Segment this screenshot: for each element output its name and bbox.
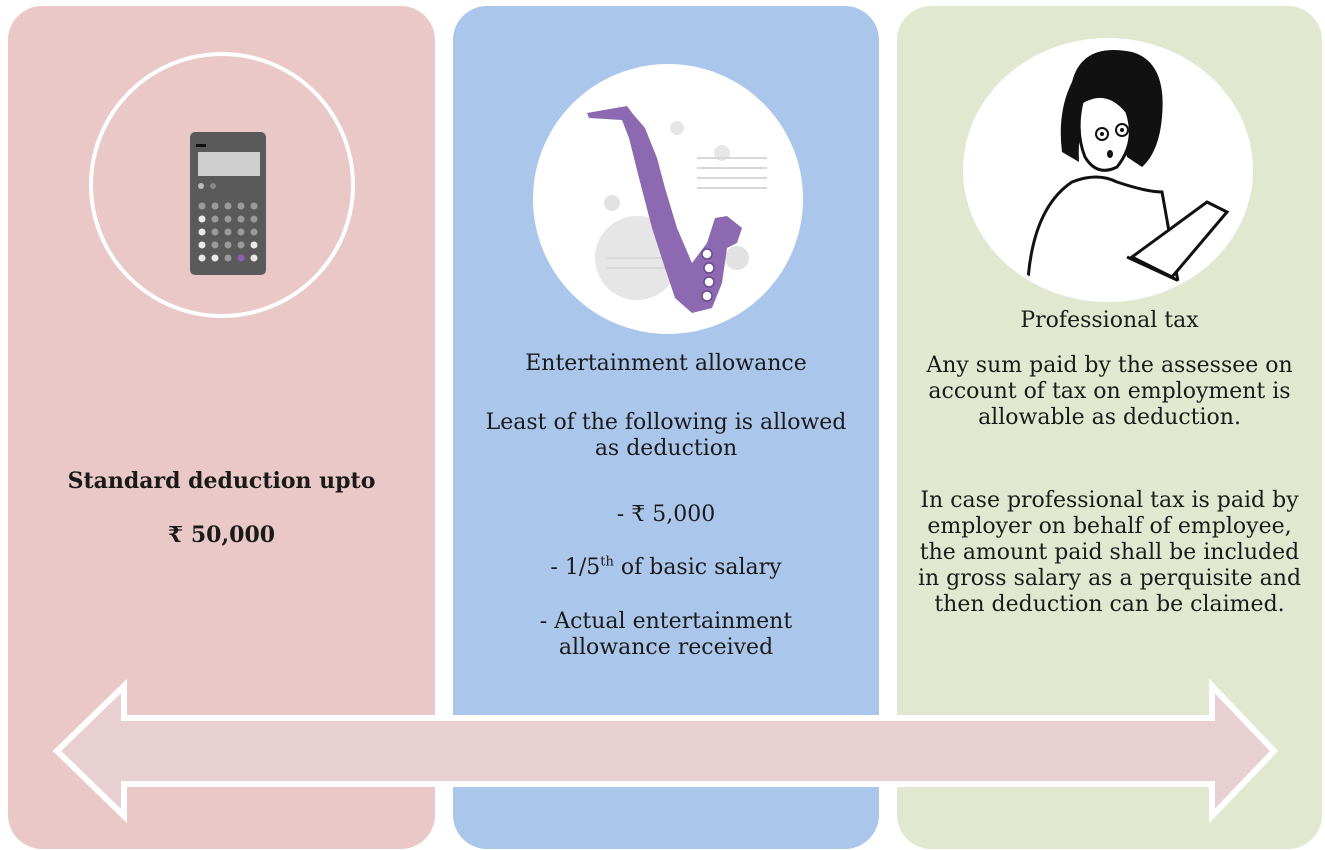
entertainment-item-1: - ₹ 5,000 — [616, 502, 716, 527]
standard-deduction-amount: ₹ 50,000 — [167, 522, 276, 548]
calculator-circle — [89, 52, 355, 318]
professional-tax-card: Professional tax Any sum paid by the ass… — [897, 6, 1322, 849]
professional-tax-para-1: Any sum paid by the assessee on account … — [926, 353, 1293, 430]
entertainment-title: Entertainment allowance — [525, 351, 807, 376]
item2-superscript: th — [600, 554, 614, 570]
calculator-icon — [190, 132, 266, 275]
entertainment-allowance-card: Entertainment allowance Least of the fol… — [453, 6, 879, 849]
item2-prefix: - 1/5 — [550, 555, 601, 580]
saxophone-icon — [587, 106, 767, 313]
professional-tax-title: Professional tax — [1020, 308, 1199, 333]
saxophone-circle — [533, 64, 803, 334]
woman-laptop-icon — [1025, 50, 1230, 298]
entertainment-item-3: - Actual entertainment allowance receive… — [539, 609, 793, 660]
entertainment-intro: Least of the following is allowed as ded… — [485, 410, 847, 461]
professional-tax-para-2: In case professional tax is paid by empl… — [917, 488, 1302, 617]
item2-suffix: of basic salary — [613, 555, 782, 580]
entertainment-item-2: - 1/5th of basic salary — [453, 555, 879, 581]
woman-laptop-circle — [963, 38, 1253, 302]
standard-deduction-label: Standard deduction upto — [67, 468, 376, 494]
standard-deduction-card: Standard deduction upto ₹ 50,000 — [8, 6, 435, 849]
